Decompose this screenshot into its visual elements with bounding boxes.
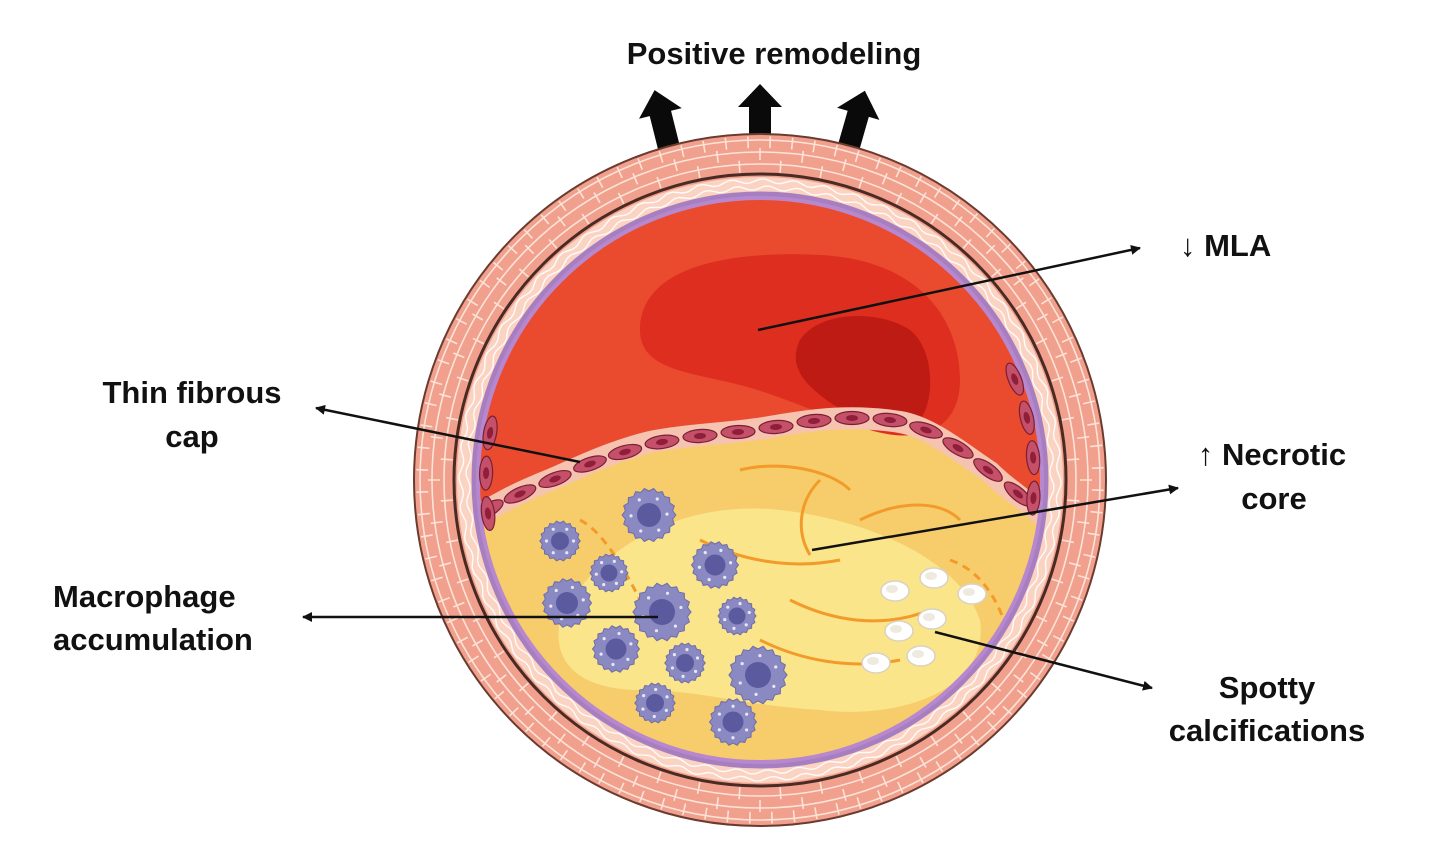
spotty-calcification-cluster xyxy=(861,567,987,674)
macrophage-cell xyxy=(591,625,641,673)
macrophage-cell xyxy=(728,645,788,705)
leader-lines xyxy=(302,245,1179,691)
lumen-dark-spot xyxy=(795,316,931,424)
positive-remodeling-label: Positive remodeling xyxy=(627,36,922,71)
macrophage-cell xyxy=(664,642,706,684)
macrophage-cluster xyxy=(539,487,788,746)
macrophage-accumulation-label-line1: Macrophage xyxy=(53,579,236,614)
calcification-nodule xyxy=(861,652,891,674)
media-texture xyxy=(458,178,1062,782)
macrophage-cell xyxy=(690,541,740,589)
macrophage-cell xyxy=(539,520,581,562)
fibrous-cap-endothelial-cells xyxy=(478,410,1033,521)
macrophage-cell xyxy=(708,698,758,746)
fibrous-cap-arrow xyxy=(315,404,581,464)
calcification-nodule xyxy=(957,583,987,605)
calcification-nodule xyxy=(917,608,947,630)
macrophage-cell xyxy=(634,682,676,724)
calcification-arrow xyxy=(934,630,1153,691)
adventitia-texture xyxy=(416,136,1104,824)
calcification-nodule xyxy=(880,580,910,602)
macrophage-cell xyxy=(717,596,757,636)
calcification-nodule xyxy=(884,620,914,642)
mla-label: ↓ MLA xyxy=(1180,228,1271,263)
external-elastic-lamina xyxy=(452,172,1068,788)
calcification-nodule xyxy=(906,645,936,667)
endothelial-lining-cells xyxy=(478,362,1041,531)
necrotic-core-arrow xyxy=(811,484,1179,552)
macrophage-cell xyxy=(632,582,692,642)
internal-elastic-lamina xyxy=(471,191,1049,769)
spotty-calcifications-label-line2: calcifications xyxy=(1169,713,1365,748)
necrotic-core-label-line2: core xyxy=(1241,481,1306,516)
lumen-border xyxy=(476,196,1044,764)
thin-fibrous-cap-label-line1: Thin fibrous xyxy=(102,375,281,410)
macrophage-accumulation-label-line2: accumulation xyxy=(53,622,253,657)
macrophage-cell xyxy=(589,553,629,593)
macrophage-cell xyxy=(621,487,677,543)
mla-arrow xyxy=(757,245,1141,332)
macrophage-cell xyxy=(541,578,593,628)
thin-fibrous-cap-label-line2: cap xyxy=(165,419,218,454)
spotty-calcifications-label-line1: Spotty xyxy=(1219,670,1316,705)
calcification-nodule xyxy=(919,567,949,589)
necrotic-core-label-line1: ↑ Necrotic xyxy=(1198,437,1346,472)
